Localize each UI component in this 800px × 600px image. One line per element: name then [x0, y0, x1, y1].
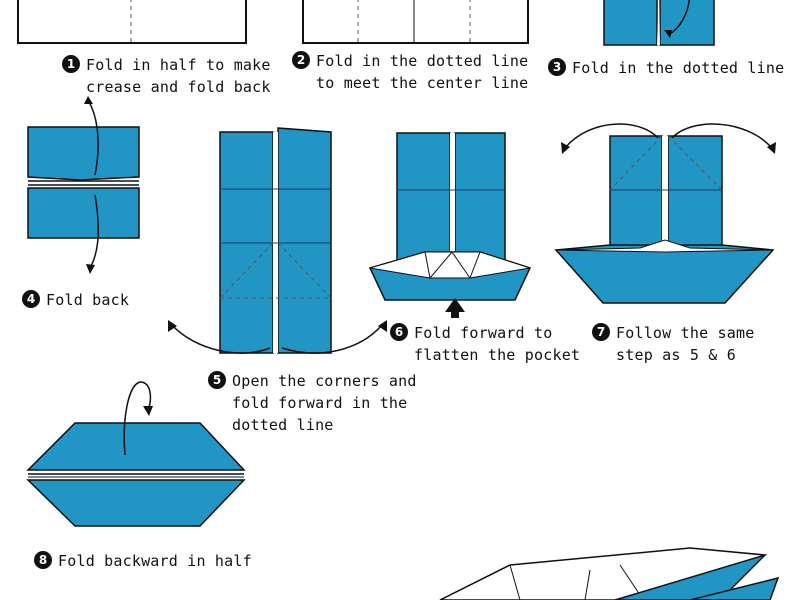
step-8-line-1: Fold backward in half [58, 552, 252, 570]
step-5-line-2: fold forward in the [232, 394, 408, 412]
step6-figure [368, 132, 532, 318]
step-2-line-2: to meet the center line [316, 74, 529, 92]
step-6-line-2: flatten the pocket [414, 346, 581, 364]
step-4-number-badge: 4 [22, 290, 40, 308]
step-3-number-badge: 3 [548, 58, 566, 76]
step-3-instruction: 3 Fold in the dotted line [548, 57, 784, 79]
step-7-instruction: 7 Follow the same step as 5 & 6 [592, 322, 754, 366]
step-1-line-1: Fold in half to make [86, 56, 271, 74]
step-3-line-1: Fold in the dotted line [572, 59, 785, 77]
step1-figure [17, 0, 247, 44]
step-1-instruction: 1 Fold in half to make crease and fold b… [62, 54, 271, 98]
final-boat-figure [439, 547, 780, 600]
step-6-number-badge: 6 [390, 323, 408, 341]
step-2-number-badge: 2 [292, 51, 310, 69]
step-2-line-1: Fold in the dotted line [316, 52, 529, 70]
step7-figure [554, 123, 776, 304]
step-5-line-3: dotted line [232, 416, 334, 434]
step-8-number-badge: 8 [34, 551, 52, 569]
step-1-number-badge: 1 [62, 55, 80, 73]
step-5-line-1: Open the corners and [232, 372, 417, 390]
step-2-instruction: 2 Fold in the dotted line to meet the ce… [292, 50, 528, 94]
step-7-line-2: step as 5 & 6 [616, 346, 736, 364]
step-4-line-1: Fold back [46, 291, 130, 309]
step-4-instruction: 4 Fold back [22, 289, 129, 311]
step8-figure [26, 381, 246, 527]
step5-figure [168, 127, 387, 354]
step-6-instruction: 6 Fold forward to flatten the pocket [390, 322, 580, 366]
step-8-instruction: 8 Fold backward in half [34, 550, 252, 572]
step-1-line-2: crease and fold back [86, 78, 271, 96]
step-5-instruction: 5 Open the corners and fold forward in t… [208, 370, 417, 436]
step-5-number-badge: 5 [208, 371, 226, 389]
step-6-line-1: Fold forward to [414, 324, 553, 342]
step2-figure [302, 0, 529, 44]
step-7-line-1: Follow the same [616, 324, 755, 342]
step4-figure [27, 96, 140, 274]
step3-figure [603, 0, 715, 46]
step-7-number-badge: 7 [592, 323, 610, 341]
